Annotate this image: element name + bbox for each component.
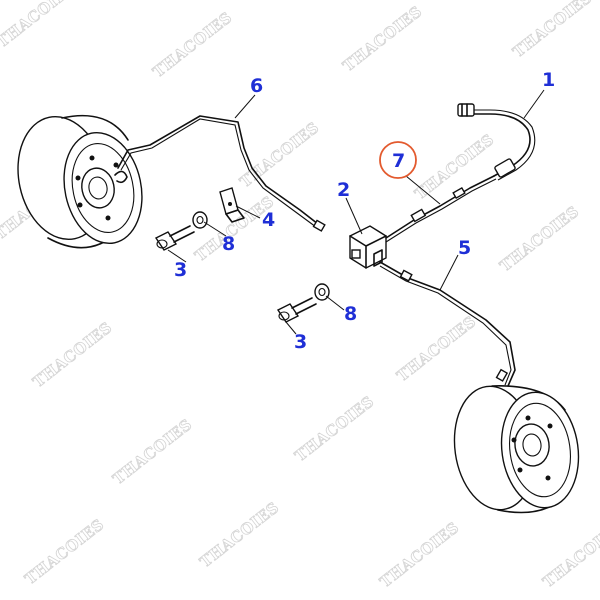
brake-pipe [385,175,497,243]
mounting-bracket [219,187,245,223]
watermark: THACOIES [539,518,600,591]
watermark: THACOIES [21,515,107,588]
watermark: THACOIES [291,392,377,465]
callouts: 1 2 3 3 4 5 6 7 8 8 [174,69,555,353]
watermark: THACOIES [29,318,115,391]
leader-lines [167,89,545,335]
callout-4: 4 [262,209,275,231]
callout-3-lower: 3 [294,331,307,353]
watermark: THACOIES [376,518,462,591]
left-wheel [17,114,143,249]
bolt-lower [276,297,317,323]
washer-lower [314,283,330,301]
callout-2: 2 [337,179,350,201]
watermark: THACOIES [149,8,235,81]
watermark: THACOIES [393,312,479,385]
watermark: THACOIES [339,2,425,75]
highlight-ring [379,141,417,179]
callout-1: 1 [542,69,555,91]
right-wheel [453,385,580,514]
brake-tube-right [379,261,516,387]
watermark: THACOIES [109,415,195,488]
callout-6: 6 [250,75,263,97]
callout-8-upper: 8 [222,233,235,255]
watermark: THACOIES [0,0,80,51]
washer-upper [192,211,208,229]
watermark: THACOIES [509,0,595,61]
callout-7: 7 [392,150,405,172]
bolt-upper [154,225,195,251]
watermark: THACOIES [196,498,282,571]
brake-tube-left [117,115,326,232]
watermark: THACOIES [496,202,582,275]
callout-5: 5 [458,237,471,259]
junction-block [349,225,387,269]
callout-3-upper: 3 [174,259,187,281]
callout-8-lower: 8 [344,303,357,325]
brake-hose [457,103,536,181]
watermark: THACOIES [236,118,322,191]
